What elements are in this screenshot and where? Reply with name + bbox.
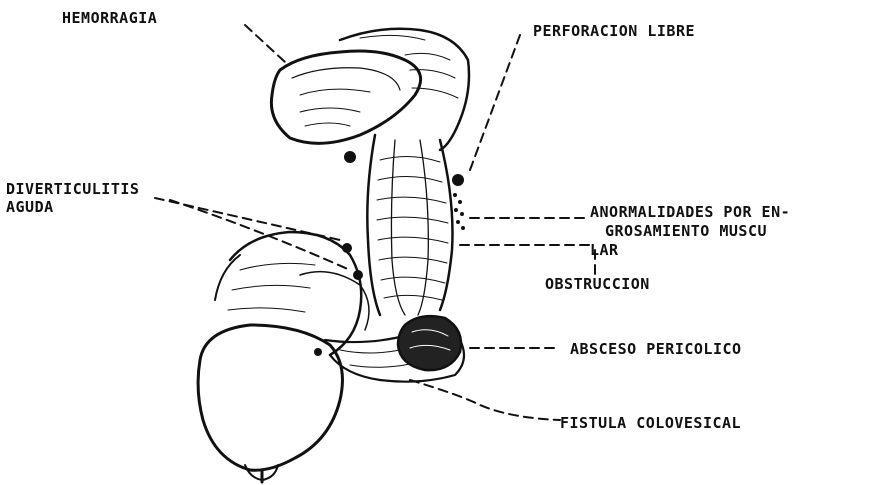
label-anormalidades-1: ANORMALIDADES POR EN- xyxy=(590,203,790,221)
label-anormalidades-3: LAR xyxy=(590,241,619,259)
descending-colon xyxy=(367,135,452,315)
upper-colon-loop xyxy=(271,29,469,150)
label-fistula-colovesical: FISTULA COLOVESICAL xyxy=(560,414,741,432)
leader-lines xyxy=(155,25,595,420)
bladder xyxy=(198,325,342,482)
label-hemorragia: HEMORRAGIA xyxy=(62,9,157,27)
abscess-mass xyxy=(398,316,461,370)
label-absceso-pericolico: ABSCESO PERICOLICO xyxy=(570,340,742,358)
label-obstruccion: OBSTRUCCION xyxy=(545,275,650,293)
label-perforacion-libre: PERFORACION LIBRE xyxy=(533,22,695,40)
label-anormalidades-2: GROSAMIENTO MUSCU xyxy=(605,222,767,240)
label-diverticulitis: DIVERTICULITIS xyxy=(6,180,139,198)
wall-thickening-dots xyxy=(453,193,465,230)
label-aguda: AGUDA xyxy=(6,198,54,216)
